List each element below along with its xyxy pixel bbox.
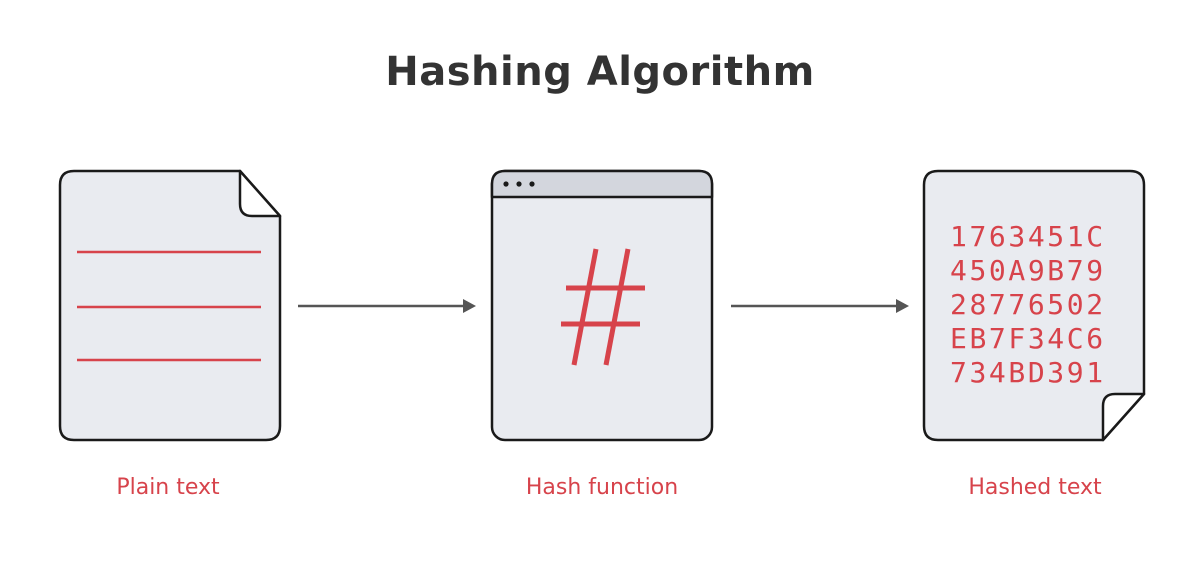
arrow-to-hash-function xyxy=(298,299,476,313)
window-titlebar xyxy=(490,169,714,199)
window-dot-3 xyxy=(529,181,535,187)
hashed-line-4: EB7F34C6 xyxy=(950,322,1106,355)
plain-text-document-icon xyxy=(58,169,282,442)
hashed-text-document-icon: 1763451C 450A9B79 28776502 EB7F34C6 734B… xyxy=(922,169,1146,442)
hashed-line-3: 28776502 xyxy=(950,288,1106,321)
arrow-to-hashed-text xyxy=(731,299,909,313)
hashed-document-body xyxy=(922,169,1146,442)
hash-function-window-icon xyxy=(490,169,714,442)
hashed-line-2: 450A9B79 xyxy=(950,254,1106,287)
hashed-document-folded-corner xyxy=(1101,392,1146,442)
diagram-title: Hashing Algorithm xyxy=(385,49,815,95)
hashed-line-1: 1763451C xyxy=(950,220,1106,253)
window-dot-2 xyxy=(516,181,522,187)
plain-document-body xyxy=(58,169,282,442)
plain-document-folded-corner xyxy=(238,169,282,218)
window-body xyxy=(490,169,714,442)
caption-hash-function: Hash function xyxy=(525,475,679,500)
caption-plain-text: Plain text xyxy=(116,475,220,500)
caption-hashed-text: Hashed text xyxy=(968,475,1102,500)
hash-symbol-icon xyxy=(561,248,645,366)
hashed-line-5: 734BD391 xyxy=(950,356,1106,389)
window-dot-1 xyxy=(503,181,509,187)
